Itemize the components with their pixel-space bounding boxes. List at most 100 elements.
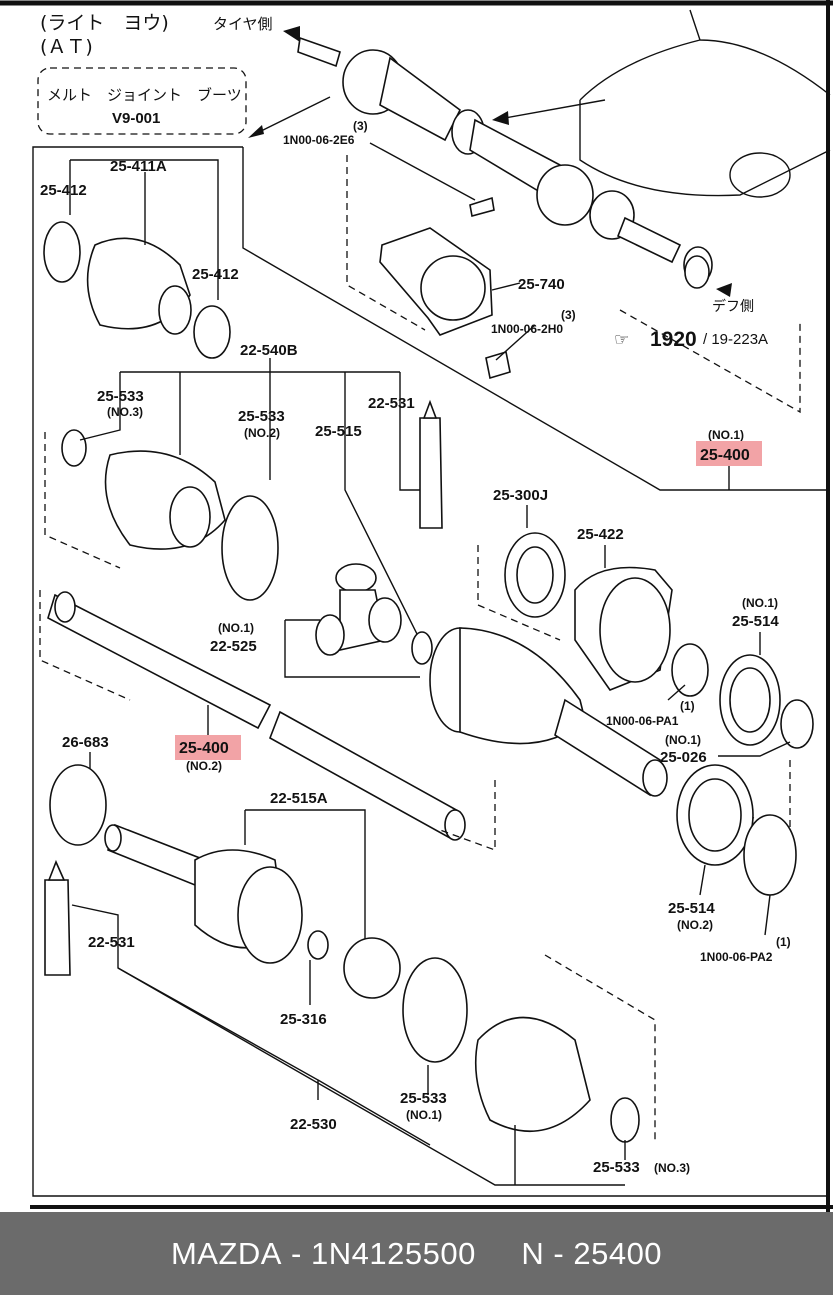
bearing-dashed [477, 545, 561, 641]
callout-no2-b: (NO.2) [186, 759, 222, 773]
oil-seal-top [684, 255, 710, 289]
header-note-line2: V9-001 [112, 110, 160, 127]
callout-25-412-left: 25-412 [40, 182, 87, 199]
vehicle-pointer-head [492, 111, 509, 125]
leader-25-411A-b [70, 159, 219, 300]
callout-qty-2H0: (3) [561, 308, 576, 322]
callout-no1-c: (NO.1) [218, 621, 254, 635]
snap-ring-25-515 [411, 631, 433, 665]
callout-1N00-06-2H0: 1N00-06-2H0 [491, 322, 563, 336]
bracket-ring [420, 255, 486, 321]
footer-brand: MAZDA [170, 1235, 282, 1271]
bolt-top [469, 196, 495, 218]
boot-dashed-right [544, 954, 656, 1140]
leader-25-515 [344, 372, 421, 641]
tire-side-label: タイヤ側 [213, 15, 273, 33]
callout-22-540B: 22-540B [240, 342, 298, 359]
footer-ref: N - 25400 [521, 1235, 663, 1271]
vehicle-pointer-line [504, 99, 606, 119]
inner-race [343, 937, 401, 999]
assembly-frame-diagonal [242, 147, 830, 491]
tripod-joint [315, 563, 402, 656]
callout-no2-c: (NO.2) [677, 918, 713, 932]
callout-25-533-no1: 25-533 [400, 1090, 447, 1107]
dust-shield-26-683 [49, 764, 107, 846]
callout-22-531-top: 22-531 [368, 395, 415, 412]
footer-separator: - [281, 1235, 311, 1271]
assembly-frame [32, 146, 830, 1197]
reference-page-number: 1920 [650, 328, 697, 351]
clamp-no1-bottom [402, 957, 468, 1063]
exploded-drive-shaft-diagram: (ライト ヨウ) (ＡＴ) メルト ジョイント ブーツ V9-001 タイヤ側 … [0, 0, 833, 1212]
clip-25-316 [307, 930, 329, 960]
inner-boot-bottom [474, 1016, 591, 1133]
clamp-no2 [221, 495, 279, 601]
callout-1N00-06-PA1: 1N00-06-PA1 [606, 714, 679, 728]
snap-ring-PA1 [671, 643, 709, 697]
diff-side-arrow [716, 283, 732, 297]
reference-sub-number: / 19-223A [703, 331, 768, 348]
seal-25-026 [780, 699, 814, 749]
leader-22-531-top [399, 372, 420, 491]
callout-no1-a: (NO.1) [708, 428, 744, 442]
clamp-no3-bottom [610, 1097, 640, 1143]
tire-side-arrow [283, 26, 300, 42]
boot-dashed-left [44, 432, 121, 569]
callout-25-740: 25-740 [518, 276, 565, 293]
header-title-line2: (ＡＴ) [40, 36, 93, 58]
callout-22-515A: 22-515A [270, 790, 328, 807]
outer-boot-set [43, 221, 231, 359]
callout-1N00-06-PA2: 1N00-06-PA2 [700, 950, 773, 964]
callout-no3-bottom: (NO.3) [654, 1161, 690, 1175]
callout-no1-e: (NO.1) [406, 1108, 442, 1122]
callout-25-533-no2: 25-533 [238, 408, 285, 425]
callout-25-316: 25-316 [280, 1011, 327, 1028]
diff-side-label: デフ側 [712, 298, 754, 315]
grease-tube-top [419, 417, 443, 529]
bracket-dashed-right [619, 309, 801, 414]
callout-qty-PA2: (1) [776, 935, 791, 949]
callout-25-422: 25-422 [577, 526, 624, 543]
header-arrow-head [248, 125, 264, 138]
callout-25-411A: 25-411A [110, 158, 167, 175]
vehicle-outline [579, 9, 831, 198]
highlight-25-400-no1 [696, 441, 762, 466]
reference-hand-icon: ☞ [614, 330, 629, 350]
inner-joint-housing [429, 627, 668, 797]
leader-25-740 [491, 282, 521, 291]
callout-25-514-no1: 25-514 [732, 613, 779, 630]
callout-qty-2E6: (3) [353, 119, 368, 133]
footer-gap [476, 1236, 522, 1272]
callout-25-400-no1[interactable]: 25-400 [700, 447, 750, 464]
grease-tube-bottom [44, 879, 71, 976]
callout-25-400-no2[interactable]: 25-400 [179, 740, 229, 757]
leader-2E6 [369, 142, 476, 201]
callout-25-300J: 25-300J [493, 487, 548, 504]
callout-1N00-06-2E6: 1N00-06-2E6 [283, 133, 355, 147]
intermediate-shaft [47, 591, 466, 841]
callout-qty-PA1: (1) [680, 699, 695, 713]
callout-25-514-no2: 25-514 [668, 900, 715, 917]
callout-no2-a: (NO.2) [244, 426, 280, 440]
bolt-bottom [485, 350, 511, 380]
callout-25-533-no3-bottom: 25-533 [593, 1159, 640, 1176]
callout-22-525: 22-525 [210, 638, 257, 655]
highlight-25-400-no2 [175, 735, 241, 760]
header-title-line1: (ライト ヨウ) [40, 12, 169, 34]
part-info-footer: MAZDA - 1N4125500 N - 25400 [0, 1212, 833, 1295]
callout-no3-top: (NO.3) [107, 405, 143, 419]
callout-25-026: 25-026 [660, 749, 707, 766]
snap-ring-PA2 [743, 814, 797, 896]
shaft-dashed-left [39, 590, 131, 701]
callout-22-531-bottom: 22-531 [88, 934, 135, 951]
callout-25-412-right: 25-412 [192, 266, 239, 283]
header-arrow-line [254, 96, 331, 135]
leader-2H0 [495, 324, 536, 361]
outer-cv-joint [104, 823, 303, 964]
callout-25-515: 25-515 [315, 423, 362, 440]
leader-22-525 [284, 620, 420, 678]
callout-no1-d: (NO.1) [665, 733, 701, 747]
callout-22-530: 22-530 [290, 1116, 337, 1133]
leader-no3 [79, 372, 121, 441]
